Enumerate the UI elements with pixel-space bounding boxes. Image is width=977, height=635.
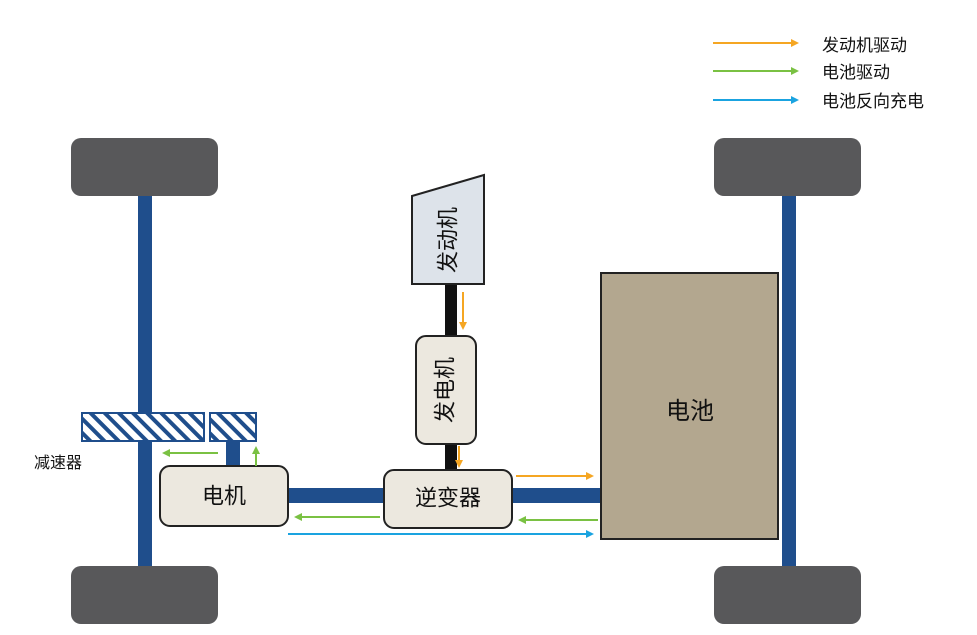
- legend-reverse-charge-label: 电池反向充电: [822, 92, 924, 112]
- engine: 发动机: [411, 173, 485, 285]
- inverter-box: [383, 469, 513, 529]
- right-axle: [782, 192, 796, 575]
- reducer: 减速器: [34, 412, 257, 472]
- legend-battery-drive-label: 电池驱动: [822, 63, 890, 83]
- motor-box: [159, 465, 289, 527]
- legend-engine-drive-label: 发动机驱动: [822, 36, 907, 56]
- generator-label: 发电机: [434, 357, 459, 423]
- wheel-rear-left: [71, 566, 218, 624]
- reducer-gear-small: [209, 412, 257, 442]
- inverter: 逆变器: [383, 469, 513, 529]
- inverter-label: 逆变器: [415, 487, 481, 512]
- wheel-front-left: [71, 138, 218, 196]
- motor-label: 电机: [202, 485, 246, 510]
- wheel-rear-right: [714, 566, 861, 624]
- generator-inverter-shaft: [445, 443, 457, 473]
- wheel-front-right: [714, 138, 861, 196]
- battery-box: [600, 272, 779, 540]
- reducer-motor-shaft: [226, 441, 240, 469]
- left-axle: [138, 192, 152, 575]
- inverter-battery-shaft: [512, 488, 604, 503]
- generator-box: [415, 335, 477, 445]
- motor: 电机: [159, 465, 289, 527]
- motor-inverter-shaft: [288, 488, 388, 503]
- engine-generator-shaft: [445, 284, 457, 338]
- engine-block: [411, 173, 485, 285]
- legend: 发动机驱动 电池驱动 电池反向充电: [713, 36, 924, 112]
- generator: 发电机: [415, 335, 477, 445]
- reducer-label: 减速器: [34, 453, 82, 472]
- battery-label: 电池: [666, 397, 714, 425]
- engine-label: 发动机: [437, 207, 462, 273]
- battery: 电池: [600, 272, 779, 540]
- reducer-gear-large: [81, 412, 205, 442]
